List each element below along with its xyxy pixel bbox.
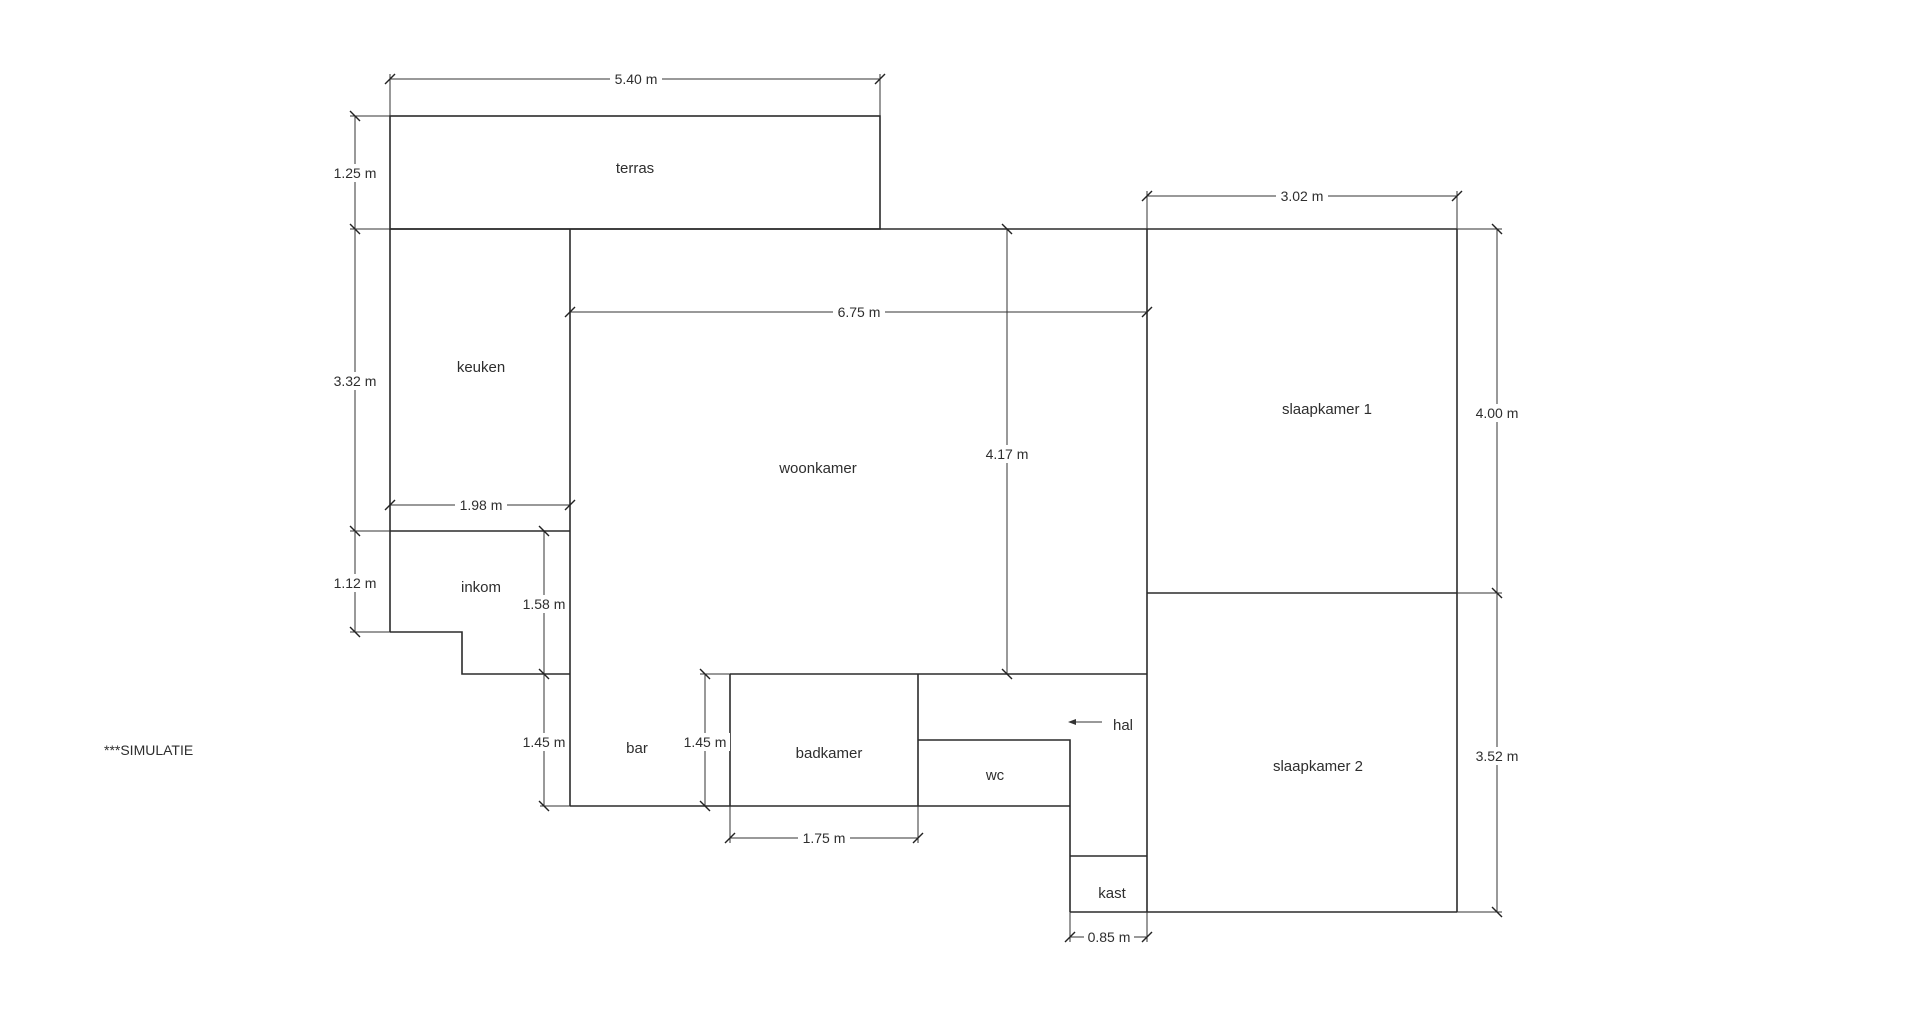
tick (1141, 931, 1153, 943)
room-terras: terras (616, 160, 654, 177)
tick (1064, 931, 1076, 943)
dim-woonkamer-width: 6.75 m (838, 304, 881, 320)
tick (1491, 223, 1503, 235)
dim-woonkamer-height: 4.17 m (986, 446, 1029, 462)
dim-inkom-side: 1.58 m (523, 596, 566, 612)
room-bar: bar (626, 740, 648, 757)
dimension-lines (349, 73, 1503, 943)
dim-slaapkamer1-height: 4.00 m (1476, 405, 1519, 421)
tick (538, 800, 550, 812)
dim-keuken-width: 1.98 m (460, 497, 503, 513)
tick (724, 832, 736, 844)
dim-terras-width: 5.40 m (615, 71, 658, 87)
room-woonkamer: woonkamer (778, 460, 857, 477)
dim-slaapkamer1-width: 3.02 m (1281, 188, 1324, 204)
dim-kast-width: 0.85 m (1088, 929, 1131, 945)
walls (389, 115, 1458, 913)
room-inkom: inkom (461, 579, 501, 596)
tick (1001, 668, 1013, 680)
tick (564, 306, 576, 318)
room-kast: kast (1098, 885, 1126, 902)
tick (699, 668, 711, 680)
dimension-labels: 5.40 m 1.25 m 3.32 m 1.12 m 1.98 m 6.75 … (330, 70, 1522, 946)
dim-badkamer-width: 1.75 m (803, 830, 846, 846)
tick (1141, 306, 1153, 318)
room-hal: hal (1113, 717, 1133, 734)
tick (384, 499, 396, 511)
dim-terras-depth: 1.25 m (334, 165, 377, 181)
room-slaapkamer-1: slaapkamer 1 (1282, 401, 1372, 418)
tick (1141, 190, 1153, 202)
tick (1451, 190, 1463, 202)
room-slaapkamer-2: slaapkamer 2 (1273, 758, 1363, 775)
simulation-note: ***SIMULATIE (104, 742, 193, 758)
tick (384, 73, 396, 85)
dim-inkom-height: 1.12 m (334, 575, 377, 591)
tick (699, 800, 711, 812)
tick (564, 499, 576, 511)
tick (874, 73, 886, 85)
inkom-step-wall (390, 631, 570, 675)
tick (538, 525, 550, 537)
dim-keuken-height: 3.32 m (334, 373, 377, 389)
dim-bar-height: 1.45 m (523, 734, 566, 750)
tick (1491, 906, 1503, 918)
dim-badkamer-height: 1.45 m (684, 734, 727, 750)
wc-wall (918, 739, 1071, 912)
tick (1001, 223, 1013, 235)
hal-arrow-head (1068, 719, 1076, 725)
tick (349, 626, 361, 638)
room-labels: terras keuken woonkamer inkom bar badkam… (457, 160, 1372, 902)
tick (349, 110, 361, 122)
room-keuken: keuken (457, 359, 505, 376)
tick (912, 832, 924, 844)
room-wc: wc (985, 767, 1005, 784)
dim-slaapkamer2-height: 3.52 m (1476, 748, 1519, 764)
room-badkamer: badkamer (796, 745, 863, 762)
